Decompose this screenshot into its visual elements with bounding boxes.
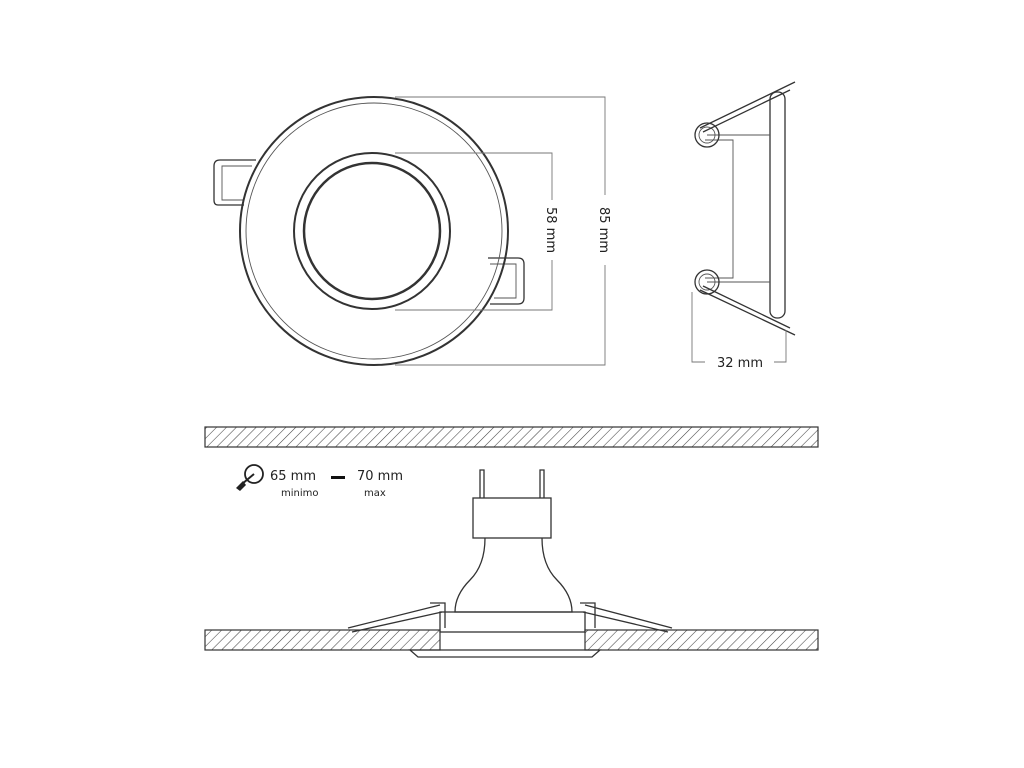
spring-arm-top <box>699 81 796 133</box>
inner-ring <box>293 152 451 310</box>
lens <box>302 161 442 301</box>
left-clip <box>213 159 256 206</box>
trim-ring <box>408 649 602 658</box>
cutout-diameter-label: 58 mm <box>543 207 558 253</box>
front-view: 85 mm 58 mm <box>213 96 614 366</box>
reflector-bulb <box>454 537 573 613</box>
left-spring <box>347 602 446 633</box>
ceiling-top-section <box>204 426 819 448</box>
bulb-pins <box>479 469 545 498</box>
spring-arm-bottom <box>699 285 796 336</box>
outer-ring <box>239 96 509 366</box>
fixture-flange <box>439 611 586 633</box>
spring-coil-top <box>694 122 720 148</box>
installation-view: 65 mm minimo 70 mm max <box>204 426 819 658</box>
ceiling-right-section <box>584 629 819 651</box>
side-view: 32 mm <box>691 81 796 371</box>
depth-label: 32 mm <box>717 356 763 371</box>
max-depth-label: max <box>364 488 386 499</box>
right-clip <box>488 257 525 305</box>
side-plate <box>769 91 786 319</box>
min-depth-label: minimo <box>281 488 319 499</box>
outer-diameter-label: 85 mm <box>596 207 611 253</box>
min-depth-value: 65 mm <box>270 469 316 484</box>
ceiling-left-section <box>204 629 441 651</box>
max-depth-value: 70 mm <box>357 469 403 484</box>
range-dash <box>331 476 345 479</box>
depth-dimension-line <box>691 292 787 363</box>
outer-dimension-line <box>395 96 606 366</box>
right-spring <box>580 602 673 633</box>
socket <box>472 497 552 539</box>
cutout-dimension-line <box>395 152 553 311</box>
screwdriver-icon <box>236 464 264 491</box>
